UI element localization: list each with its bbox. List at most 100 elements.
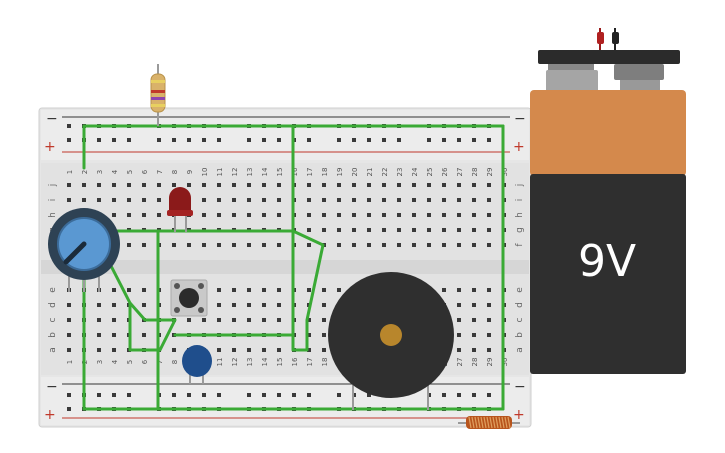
breadboard-hole[interactable] <box>187 183 191 187</box>
breadboard-hole[interactable] <box>472 318 476 322</box>
breadboard-hole[interactable] <box>172 138 176 142</box>
breadboard-hole[interactable] <box>112 198 116 202</box>
piezo-buzzer-icon[interactable] <box>328 272 454 410</box>
breadboard-hole[interactable] <box>262 393 266 397</box>
breadboard-hole[interactable] <box>217 348 221 352</box>
breadboard-hole[interactable] <box>427 243 431 247</box>
breadboard-hole[interactable] <box>202 243 206 247</box>
breadboard-hole[interactable] <box>247 303 251 307</box>
breadboard-hole[interactable] <box>127 288 131 292</box>
breadboard-hole[interactable] <box>307 183 311 187</box>
breadboard-hole[interactable] <box>352 243 356 247</box>
potentiometer-icon[interactable] <box>48 208 120 292</box>
breadboard-hole[interactable] <box>277 303 281 307</box>
breadboard-hole[interactable] <box>187 138 191 142</box>
breadboard-hole[interactable] <box>217 243 221 247</box>
breadboard-hole[interactable] <box>112 318 116 322</box>
breadboard-hole[interactable] <box>397 183 401 187</box>
breadboard-hole[interactable] <box>487 228 491 232</box>
breadboard-hole[interactable] <box>157 213 161 217</box>
breadboard-hole[interactable] <box>232 303 236 307</box>
breadboard-hole[interactable] <box>262 183 266 187</box>
breadboard-hole[interactable] <box>322 303 326 307</box>
breadboard-hole[interactable] <box>307 333 311 337</box>
breadboard-hole[interactable] <box>217 198 221 202</box>
breadboard-hole[interactable] <box>277 288 281 292</box>
breadboard-hole[interactable] <box>97 303 101 307</box>
breadboard-hole[interactable] <box>232 288 236 292</box>
breadboard-hole[interactable] <box>97 333 101 337</box>
breadboard-hole[interactable] <box>397 243 401 247</box>
breadboard-hole[interactable] <box>487 333 491 337</box>
breadboard-hole[interactable] <box>412 243 416 247</box>
breadboard-hole[interactable] <box>427 138 431 142</box>
breadboard-hole[interactable] <box>67 393 71 397</box>
breadboard-hole[interactable] <box>472 243 476 247</box>
breadboard-hole[interactable] <box>397 228 401 232</box>
breadboard-hole[interactable] <box>217 393 221 397</box>
breadboard-hole[interactable] <box>352 183 356 187</box>
breadboard-hole[interactable] <box>307 198 311 202</box>
breadboard-hole[interactable] <box>112 393 116 397</box>
breadboard-hole[interactable] <box>427 228 431 232</box>
breadboard-hole[interactable] <box>337 228 341 232</box>
breadboard-hole[interactable] <box>67 303 71 307</box>
breadboard-hole[interactable] <box>382 183 386 187</box>
breadboard-hole[interactable] <box>472 303 476 307</box>
breadboard-hole[interactable] <box>247 318 251 322</box>
breadboard-hole[interactable] <box>442 393 446 397</box>
breadboard-hole[interactable] <box>277 393 281 397</box>
breadboard-hole[interactable] <box>142 243 146 247</box>
breadboard-hole[interactable] <box>157 198 161 202</box>
breadboard-hole[interactable] <box>307 213 311 217</box>
breadboard-hole[interactable] <box>262 288 266 292</box>
breadboard-hole[interactable] <box>322 198 326 202</box>
breadboard-hole[interactable] <box>427 183 431 187</box>
breadboard-hole[interactable] <box>397 198 401 202</box>
breadboard-hole[interactable] <box>172 393 176 397</box>
breadboard-hole[interactable] <box>457 333 461 337</box>
breadboard-hole[interactable] <box>172 348 176 352</box>
breadboard-hole[interactable] <box>67 318 71 322</box>
breadboard-hole[interactable] <box>127 138 131 142</box>
breadboard-hole[interactable] <box>442 243 446 247</box>
breadboard-hole[interactable] <box>382 198 386 202</box>
breadboard-hole[interactable] <box>127 183 131 187</box>
breadboard-hole[interactable] <box>187 393 191 397</box>
battery-leads[interactable] <box>597 28 619 50</box>
breadboard-hole[interactable] <box>67 333 71 337</box>
breadboard-hole[interactable] <box>217 288 221 292</box>
breadboard-hole[interactable] <box>307 318 311 322</box>
breadboard-hole[interactable] <box>262 348 266 352</box>
breadboard-hole[interactable] <box>142 213 146 217</box>
breadboard-hole[interactable] <box>457 243 461 247</box>
breadboard-hole[interactable] <box>322 213 326 217</box>
breadboard-hole[interactable] <box>457 348 461 352</box>
breadboard-hole[interactable] <box>82 198 86 202</box>
breadboard-hole[interactable] <box>457 138 461 142</box>
breadboard-hole[interactable] <box>397 213 401 217</box>
breadboard-hole[interactable] <box>112 213 116 217</box>
breadboard-hole[interactable] <box>277 348 281 352</box>
breadboard-hole[interactable] <box>352 198 356 202</box>
breadboard-hole[interactable] <box>352 138 356 142</box>
breadboard-hole[interactable] <box>307 288 311 292</box>
breadboard-hole[interactable] <box>202 198 206 202</box>
breadboard-hole[interactable] <box>262 213 266 217</box>
breadboard-hole[interactable] <box>352 213 356 217</box>
breadboard-hole[interactable] <box>367 138 371 142</box>
breadboard-hole[interactable] <box>487 243 491 247</box>
breadboard-hole[interactable] <box>112 183 116 187</box>
breadboard-hole[interactable] <box>367 228 371 232</box>
breadboard-hole[interactable] <box>217 318 221 322</box>
breadboard-hole[interactable] <box>202 318 206 322</box>
breadboard-hole[interactable] <box>487 183 491 187</box>
breadboard-hole[interactable] <box>337 393 341 397</box>
breadboard-hole[interactable] <box>112 348 116 352</box>
breadboard-hole[interactable] <box>232 348 236 352</box>
breadboard-hole[interactable] <box>307 228 311 232</box>
breadboard-hole[interactable] <box>367 198 371 202</box>
breadboard-hole[interactable] <box>247 198 251 202</box>
breadboard-hole[interactable] <box>202 183 206 187</box>
breadboard-hole[interactable] <box>367 183 371 187</box>
